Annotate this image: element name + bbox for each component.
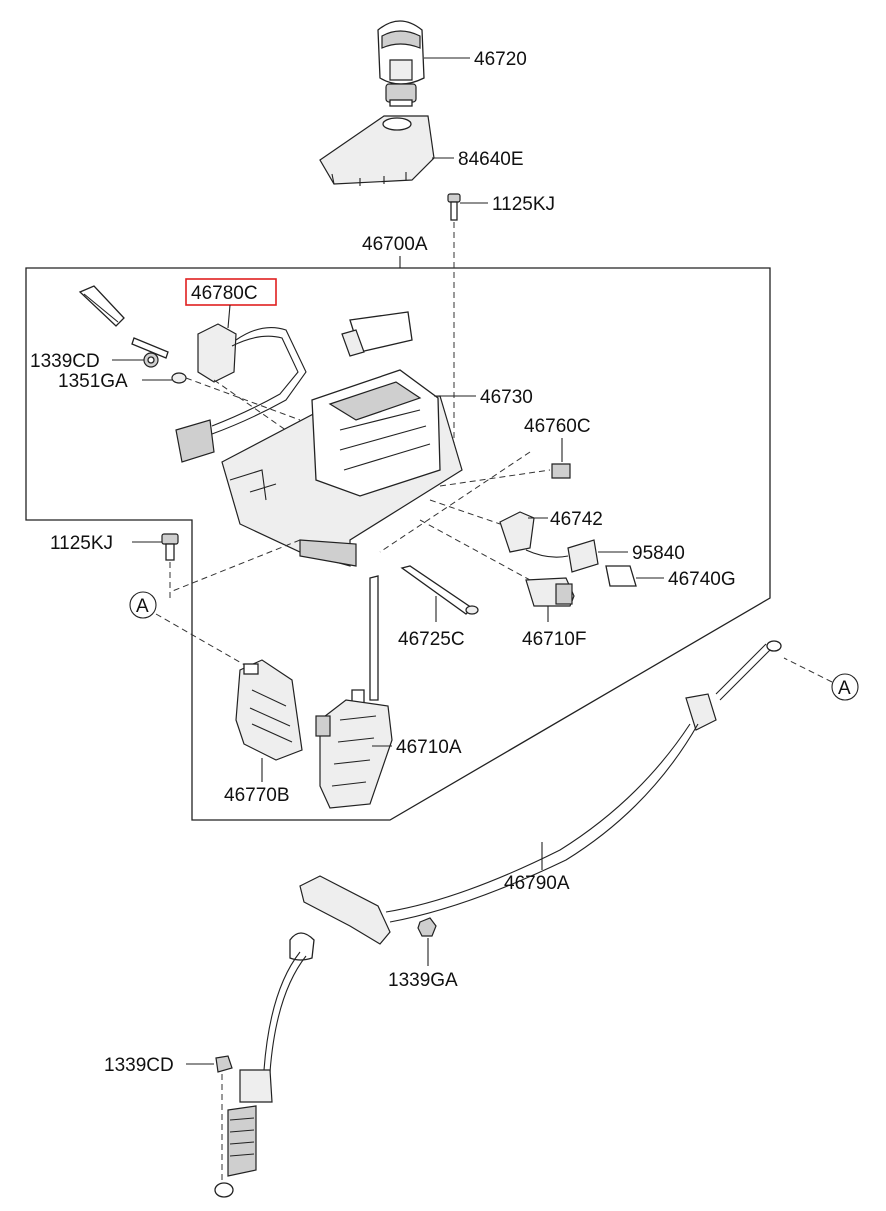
clip-46760c[interactable] bbox=[551, 463, 571, 479]
label-1339ga: 1339GA bbox=[388, 970, 458, 991]
bracket-46770b[interactable] bbox=[235, 659, 303, 761]
label-46710f: 46710F bbox=[522, 629, 586, 650]
label-46700a: 46700A bbox=[362, 234, 428, 255]
highlight-box-46780c bbox=[185, 278, 277, 306]
switch-95840[interactable] bbox=[525, 539, 599, 573]
shift-knob[interactable] bbox=[377, 20, 425, 107]
nut-1339ga[interactable] bbox=[417, 917, 437, 937]
bolt-1125kj-top[interactable] bbox=[447, 193, 461, 221]
nut-1339cd-bottom[interactable] bbox=[215, 1055, 233, 1073]
screw-small[interactable] bbox=[131, 337, 169, 359]
shift-cable[interactable] bbox=[214, 640, 782, 1198]
lever-46710f[interactable] bbox=[525, 577, 575, 607]
label-95840: 95840 bbox=[632, 543, 685, 564]
label-1339cd-bottom: 1339CD bbox=[104, 1055, 174, 1076]
callout-a-left bbox=[129, 591, 157, 619]
label-1125kj-left: 1125KJ bbox=[50, 533, 113, 554]
label-84640e: 84640E bbox=[458, 149, 524, 170]
label-1351ga: 1351GA bbox=[58, 371, 128, 392]
label-46770b: 46770B bbox=[224, 785, 290, 806]
washer-1351ga[interactable] bbox=[171, 372, 187, 384]
label-46725c: 46725C bbox=[398, 629, 465, 650]
label-46730: 46730 bbox=[480, 387, 533, 408]
label-46790a: 46790A bbox=[504, 873, 570, 894]
label-a-right: A bbox=[838, 678, 851, 699]
label-a-left: A bbox=[136, 596, 149, 617]
label-46780c: 46780C bbox=[191, 283, 258, 304]
label-46742: 46742 bbox=[550, 509, 603, 530]
label-46720: 46720 bbox=[474, 49, 527, 70]
label-1125kj-top: 1125KJ bbox=[492, 194, 555, 215]
label-1339cd-top: 1339CD bbox=[30, 351, 100, 372]
shift-bezel[interactable] bbox=[319, 115, 435, 186]
nut-1339cd-top[interactable] bbox=[143, 352, 159, 368]
pin-46725c[interactable] bbox=[400, 565, 479, 615]
label-46740g: 46740G bbox=[668, 569, 736, 590]
label-46760c: 46760C bbox=[524, 416, 591, 437]
bracket-46742[interactable] bbox=[499, 511, 535, 553]
shifter-base[interactable] bbox=[221, 311, 463, 567]
assembly-frame bbox=[25, 267, 771, 821]
clip-46740g[interactable] bbox=[605, 565, 637, 587]
label-46710a: 46710A bbox=[396, 737, 462, 758]
bolt-1125kj-left[interactable] bbox=[161, 533, 179, 561]
callout-a-right bbox=[831, 673, 859, 701]
shift-lock-cable[interactable] bbox=[78, 285, 307, 463]
shift-lever[interactable] bbox=[315, 575, 393, 809]
